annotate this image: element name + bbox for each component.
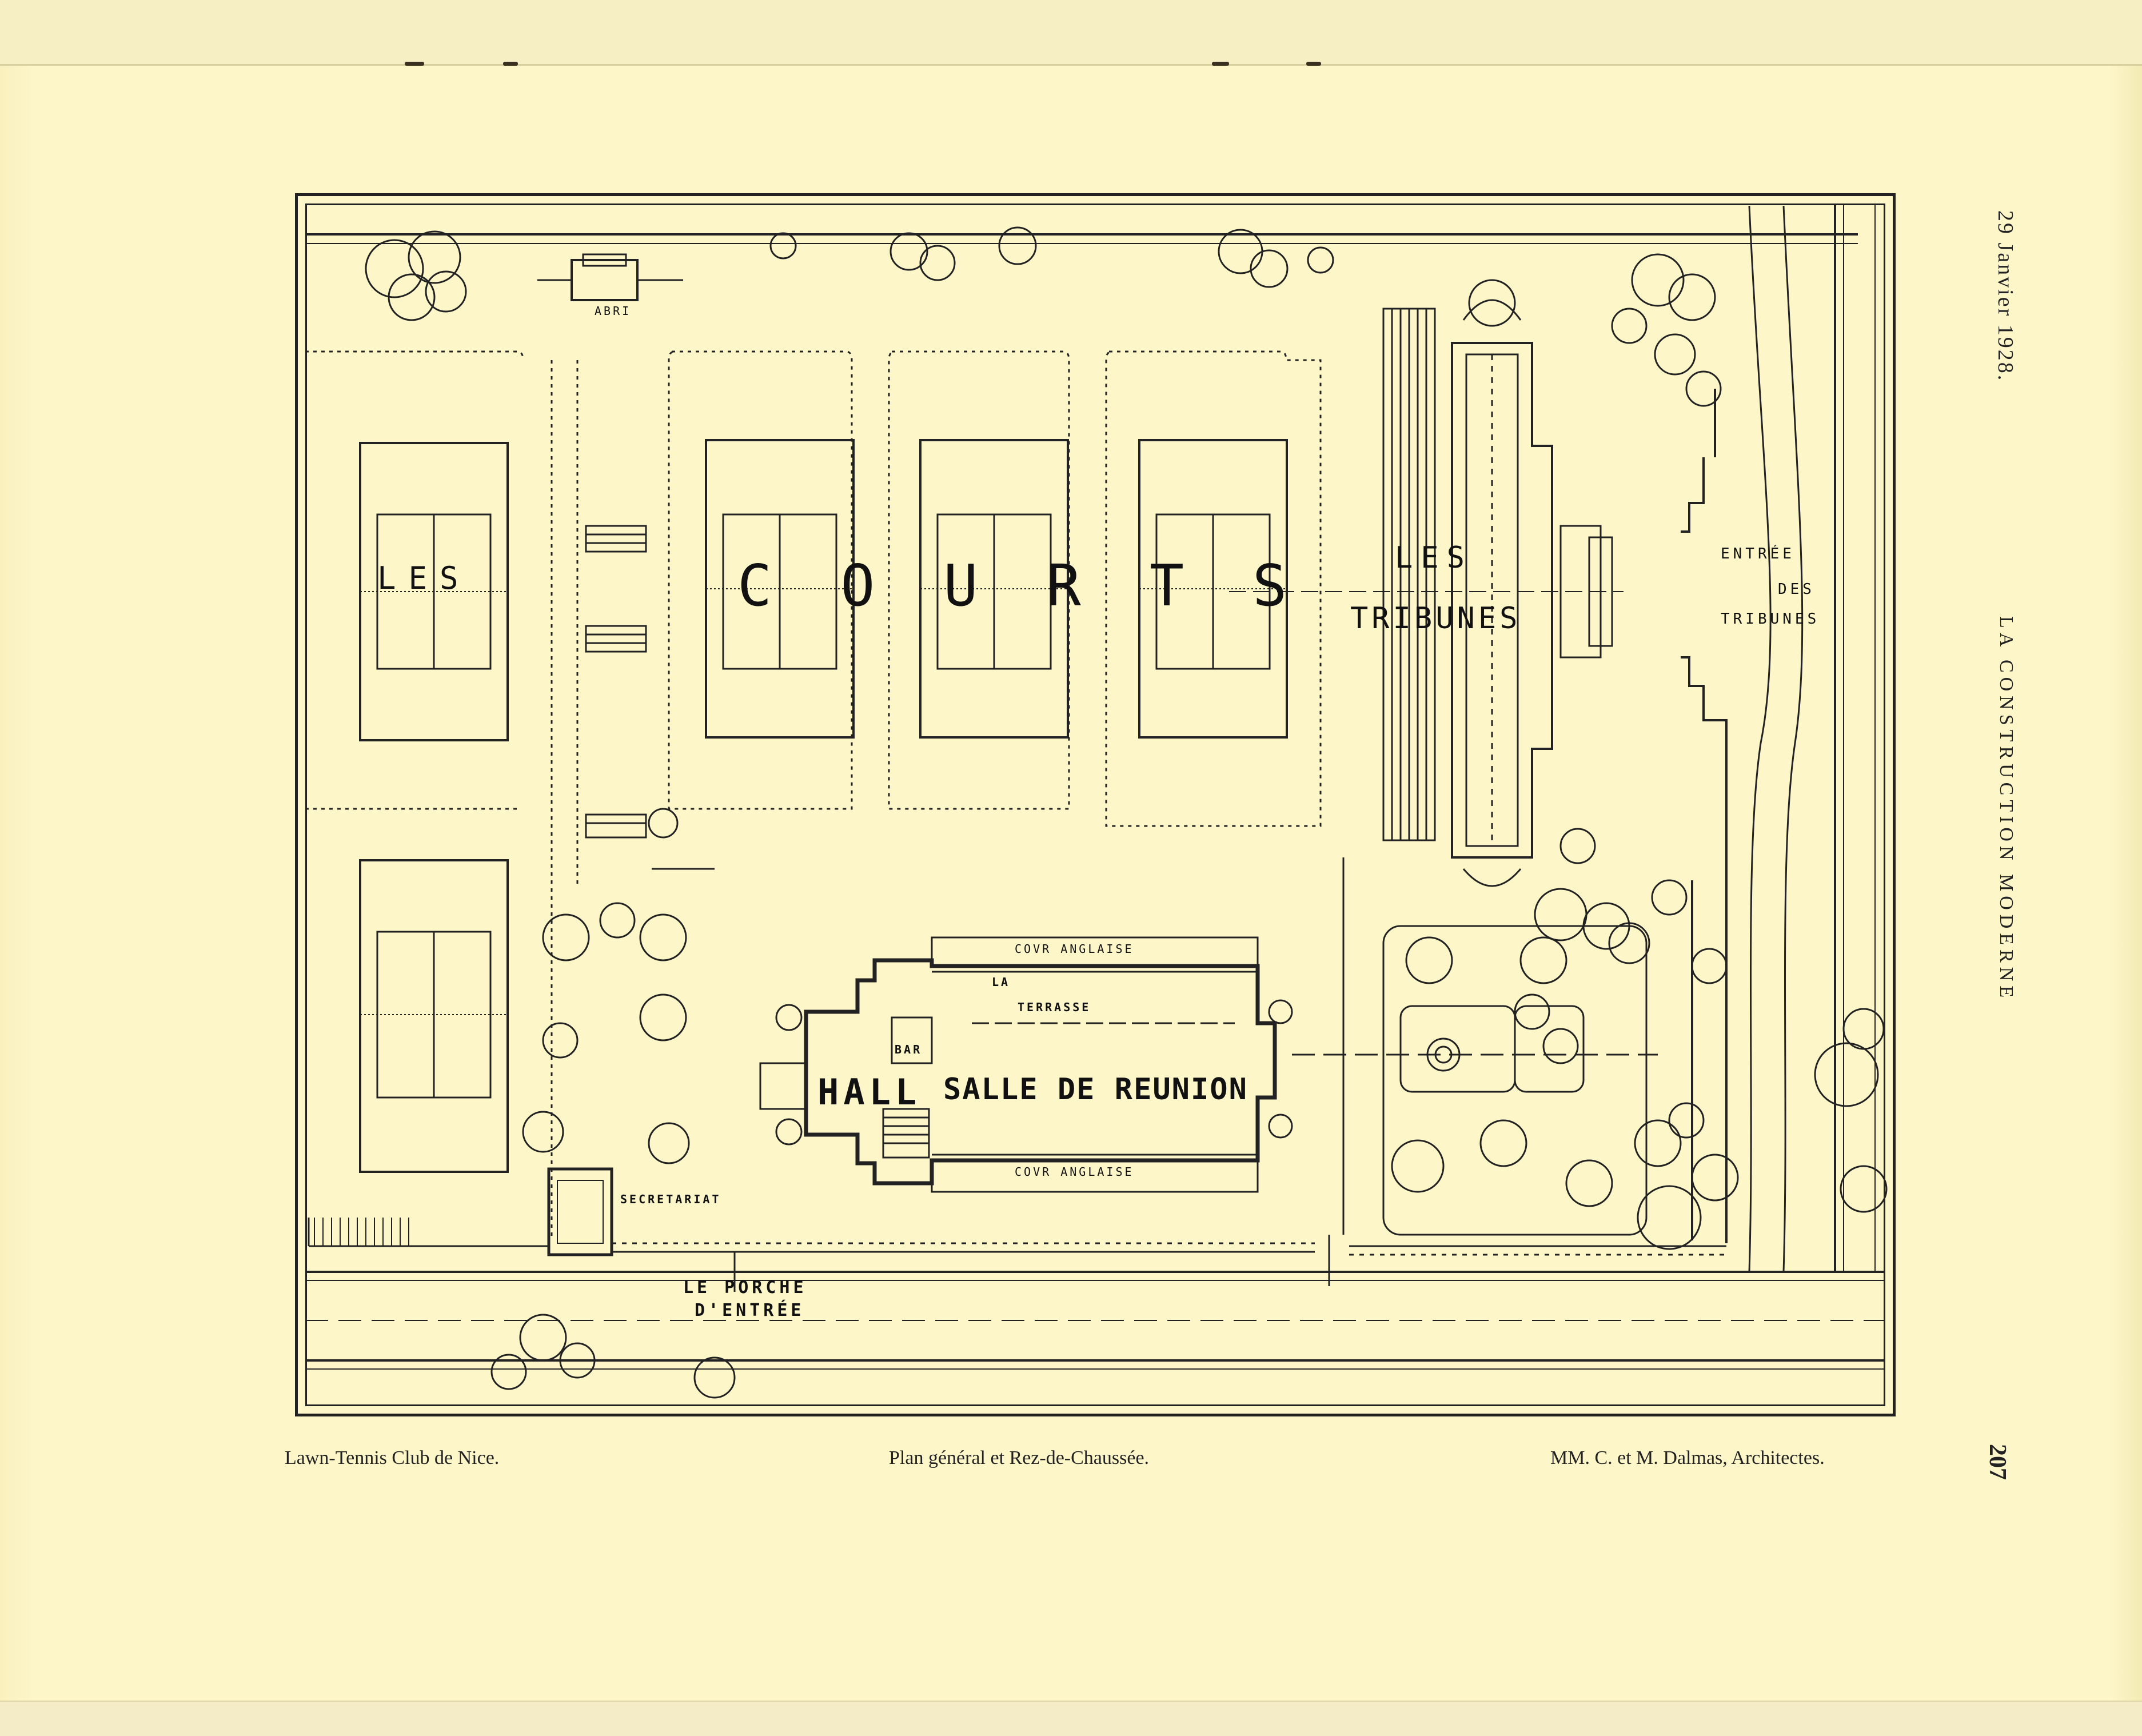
les-label: LES <box>377 560 471 596</box>
entree-tribunes-label: TRIBUNES <box>1721 610 1820 628</box>
plan-outer-frame <box>295 193 1896 1416</box>
cour-anglaise-top-label: COVR ANGLAISE <box>1015 942 1134 956</box>
les-tribunes-label: LES <box>1395 541 1473 575</box>
secretariat-label: SECRETARIAT <box>620 1192 721 1206</box>
hall-label: HALL <box>817 1071 922 1113</box>
entree-label: ENTRÉE <box>1721 545 1795 562</box>
bar-label: BAR <box>895 1043 923 1056</box>
running-header-journal: LA CONSTRUCTION MODERNE <box>1996 616 2017 1003</box>
page-top-edge <box>0 0 2142 66</box>
page-bottom-edge <box>0 1701 2142 1736</box>
caption-right: MM. C. et M. Dalmas, Architectes. <box>1550 1447 1825 1468</box>
salle-de-reunion-label: SALLE DE REUNION <box>943 1072 1248 1107</box>
le-porche-label: LE PORCHE <box>683 1278 807 1298</box>
plan-inner-frame <box>305 203 1885 1406</box>
page-number: 207 <box>1984 1444 2011 1480</box>
abri-label: ABRI <box>595 304 632 318</box>
binding-mark <box>1212 62 1229 66</box>
d-entree-label: D'ENTRÉE <box>695 1300 805 1320</box>
caption-left: Lawn-Tennis Club de Nice. <box>285 1447 500 1468</box>
des-label: DES <box>1778 581 1815 598</box>
binding-mark <box>1306 62 1321 66</box>
cour-anglaise-bottom-label: COVR ANGLAISE <box>1015 1165 1134 1179</box>
courts-label: COURTS <box>737 552 1356 619</box>
terrasse-label: TERRASSE <box>1018 1000 1091 1014</box>
binding-mark <box>503 62 518 66</box>
tribunes-label: TRIBUNES <box>1350 601 1521 636</box>
caption-center: Plan général et Rez-de-Chaussée. <box>889 1447 1150 1468</box>
binding-mark <box>405 62 424 66</box>
running-header-date: 29 Janvier 1928. <box>1993 210 2017 382</box>
la-label: LA <box>992 975 1011 989</box>
